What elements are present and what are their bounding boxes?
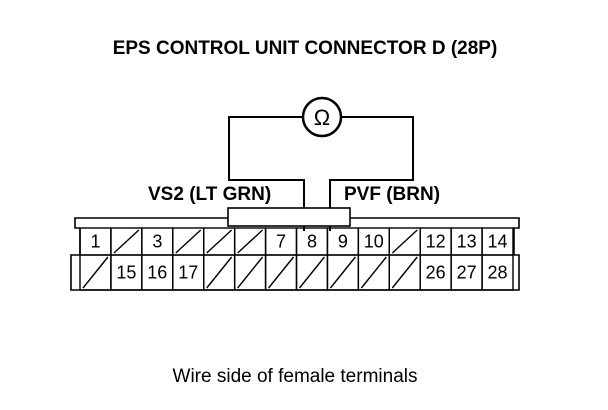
terminal-8: 8 <box>295 227 329 256</box>
terminal-number: 3 <box>152 232 162 252</box>
unused-cavity-slash <box>268 256 295 289</box>
wire-label-vs2: VS2 (LT GRN) <box>148 184 271 205</box>
empty-cavity <box>203 227 236 256</box>
unused-cavity-slash <box>298 256 325 289</box>
unused-cavity-slash <box>206 256 233 289</box>
terminal-number: 8 <box>307 232 317 252</box>
terminal-16: 16 <box>141 254 174 291</box>
ohmmeter: Ω <box>301 96 343 138</box>
unused-cavity-slash <box>113 229 140 254</box>
unused-cavity-slash <box>237 256 264 289</box>
terminal-number: 13 <box>457 232 477 252</box>
terminal-10: 10 <box>357 227 390 256</box>
empty-cavity <box>295 254 329 291</box>
unused-cavity-slash <box>360 256 387 289</box>
terminal-7: 7 <box>264 227 298 256</box>
empty-cavity <box>79 254 112 291</box>
terminal-number: 15 <box>116 263 136 283</box>
terminal-28: 28 <box>481 254 514 291</box>
terminal-number: 10 <box>364 232 384 252</box>
probe-wire-left <box>228 116 305 231</box>
terminal-3: 3 <box>141 227 174 256</box>
cavity-outline <box>481 254 514 291</box>
unused-cavity-slash <box>237 229 264 254</box>
ohm-symbol: Ω <box>314 105 330 130</box>
terminal-27: 27 <box>450 254 483 291</box>
empty-cavity <box>233 254 267 291</box>
unused-cavity-slash <box>391 256 418 289</box>
terminal-number: 1 <box>90 232 100 252</box>
terminal-number: 16 <box>147 263 167 283</box>
terminal-number: 27 <box>457 263 477 283</box>
terminal-13: 13 <box>450 227 483 256</box>
probe-wire-right <box>329 116 414 231</box>
empty-cavity <box>203 254 236 291</box>
connector-lock-tab <box>227 207 351 227</box>
terminal-12: 12 <box>419 227 452 256</box>
terminal-number: 9 <box>338 232 348 252</box>
terminal-number: 12 <box>426 232 446 252</box>
empty-cavity <box>326 254 360 291</box>
terminal-number: 7 <box>276 232 286 252</box>
diagram-title: EPS CONTROL UNIT CONNECTOR D (28P) <box>113 38 498 59</box>
terminal-number: 14 <box>488 232 508 252</box>
terminal-26: 26 <box>419 254 452 291</box>
terminal-9: 9 <box>326 227 360 256</box>
empty-cavity <box>388 254 421 291</box>
empty-cavity <box>233 227 267 256</box>
connector-body <box>70 207 520 291</box>
terminal-17: 17 <box>172 254 205 291</box>
unused-cavity-slash <box>206 229 233 254</box>
unused-cavity-slash <box>82 256 109 289</box>
terminal-1: 1 <box>79 227 112 256</box>
terminal-number: 17 <box>178 263 198 283</box>
empty-cavity <box>264 254 298 291</box>
empty-cavity <box>110 227 143 256</box>
terminal-number: 28 <box>488 263 508 283</box>
empty-cavity <box>388 227 421 256</box>
unused-cavity-slash <box>391 229 418 254</box>
terminal-15: 15 <box>110 254 143 291</box>
terminal-14: 14 <box>481 227 514 256</box>
connector-outline <box>70 217 520 291</box>
empty-cavity <box>172 227 205 256</box>
caption: Wire side of female terminals <box>173 366 418 387</box>
unused-cavity-slash <box>329 256 356 289</box>
unused-cavity-slash <box>175 229 202 254</box>
terminal-number: 26 <box>426 263 446 283</box>
empty-cavity <box>357 254 390 291</box>
probe-wires <box>228 116 414 231</box>
wire-label-pvf: PVF (BRN) <box>344 184 440 205</box>
